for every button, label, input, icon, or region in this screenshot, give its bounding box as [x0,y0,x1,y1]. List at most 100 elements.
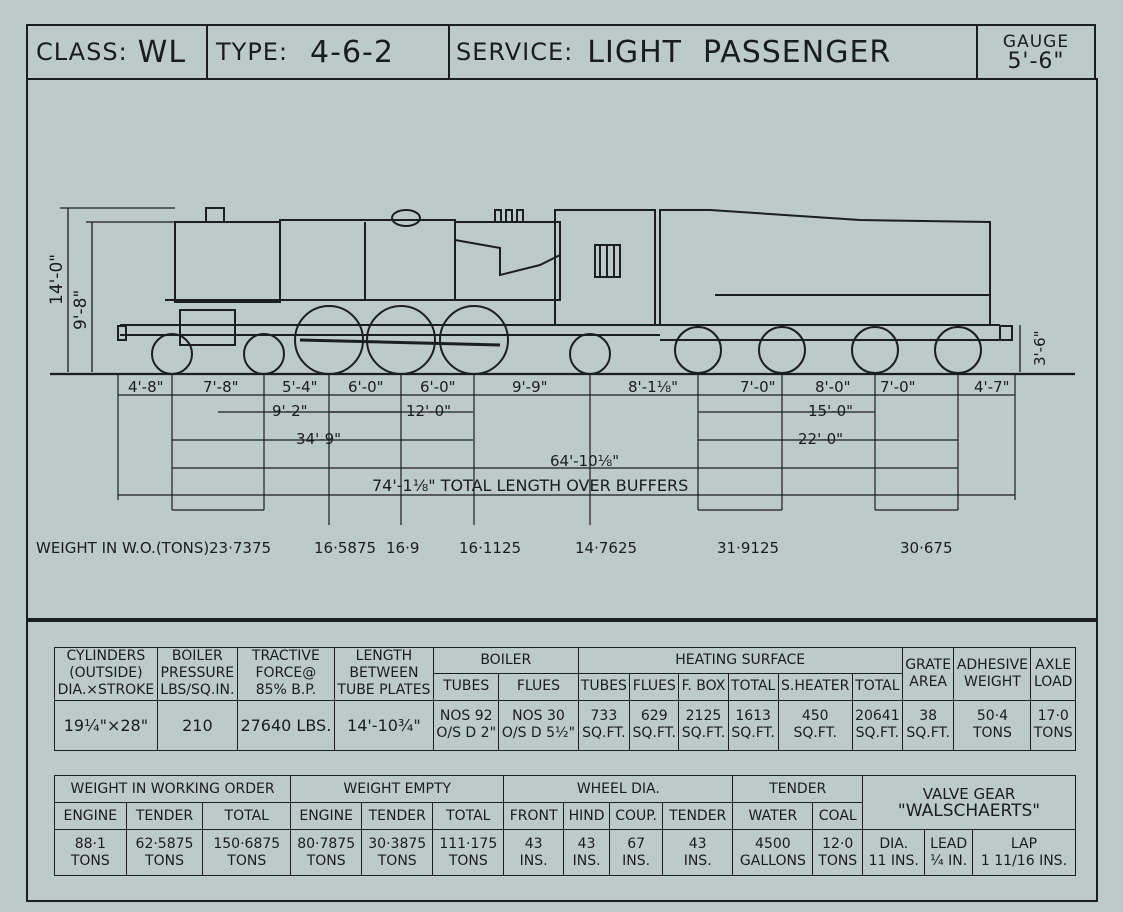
dims-row-3: 34'-9" 22'-0" [296,430,843,448]
adhesive-header: ADHESIVE WEIGHT [953,647,1032,701]
spec-table-boiler: CYLINDERS (OUTSIDE) DIA.×STROKE BOILER P… [54,646,1076,751]
locomotive-elevation: 14'-0" 9'-8" 3'-6" [36,207,1075,557]
spec-frame [26,620,1098,902]
axle-weight: 23·7375 [209,539,271,557]
service-cell: SERVICE: LIGHT PASSENGER [448,24,978,80]
wheel-hind-header: HIND [562,802,611,830]
wwo-engine-header: ENGINE [54,802,127,830]
wheel-header: WHEEL DIA. [503,775,734,803]
height-dimensions [60,207,1021,372]
type-label: TYPE: [216,38,289,66]
type-value: 4-6-2 [310,34,394,70]
empty-header: WEIGHT EMPTY [290,775,505,803]
elevation-frame [26,78,1098,620]
wheel-front-header: FRONT [503,802,564,830]
hs-firebox-header: F. BOX [678,673,729,701]
dim-label: 6'-0" [348,378,384,396]
dim-label: 4'-7" [974,378,1010,396]
pressure-value: 210 [156,699,238,751]
wwo-total-header: TOTAL [202,802,292,830]
gauge-cell: GAUGE 5'-6" [976,24,1096,80]
dim-label: 34'-9" [296,430,341,448]
service-label: SERVICE: [456,38,574,66]
axle-weight: 16·9 [386,539,419,557]
dim-label: 22'-0" [798,430,843,448]
coal-header: COAL [812,802,864,830]
dim-label: 8'-1⅛" [628,378,678,396]
dims-row-1: 4'-8" 7'-8" 5'-4" 6'-0" 6'-0" 9'-9" 8'-1… [128,378,1010,396]
axle-weight: 31·9125 [717,539,779,557]
dim-total-label: 74'-1⅛" TOTAL LENGTH OVER BUFFERS [372,476,688,495]
type-cell: TYPE: 4-6-2 [206,24,450,80]
hs-superheater-header: S.HEATER [777,673,853,701]
service-value: LIGHT PASSENGER [587,34,892,70]
tender-header: TENDER [732,775,864,803]
flues-header: FLUES [498,673,579,701]
axle-weight: 16·1125 [459,539,521,557]
axle-weights: 23·7375 16·5875 16·9 16·1125 14·7625 31·… [209,539,953,557]
empty-total-header: TOTAL [432,802,505,830]
dim-label: 7'-0" [880,378,916,396]
height-boiler-label: 9'-8" [71,290,91,330]
height-buffer-label: 3'-6" [1031,330,1049,366]
class-label: CLASS: [36,38,128,66]
spec-table-weights: WEIGHT IN WORKING ORDER WEIGHT EMPTY WHE… [53,775,1077,876]
dim-label: 5'-4" [282,378,318,396]
valve-gear-header: VALVE GEAR "WALSCHAERTS" [862,775,1076,830]
water-header: WATER [732,802,814,830]
grate-header: GRATE AREA [901,647,955,701]
pressure-header: BOILER PRESSURE LBS/SQ.IN. [156,647,238,701]
boiler-header: BOILER [433,646,579,675]
locomotive-outline [50,207,1075,376]
tractive-value: 27640 LBS. [236,699,335,751]
gauge-value: 5'-6" [1007,49,1065,74]
empty-tender-header: TENDER [361,802,434,830]
tractive-header: TRACTIVE FORCE@ 85% B.P. [236,647,335,701]
height-total-label: 14'-0" [47,254,67,305]
dim-label: 15'-0" [808,402,853,420]
tubes-header: TUBES [432,673,500,701]
empty-engine-header: ENGINE [290,802,363,830]
valve-dia-cell: DIA.11 INS. [862,829,926,876]
heating-header: HEATING SURFACE [577,646,903,675]
gauge-label: GAUGE [1002,32,1070,52]
cylinders-header: CYLINDERS (OUTSIDE) DIA.×STROKE [54,647,158,701]
class-value: WL [137,34,187,70]
hs-flues-header: FLUES [629,673,680,701]
axle-weight: 14·7625 [575,539,637,557]
dims-row-2: 9'-2" 12'-0" 15'-0" [272,402,853,420]
axle-weight: 30·675 [900,539,953,557]
length-header: LENGTH BETWEEN TUBE PLATES [333,647,435,701]
wwo-header: WEIGHT IN WORKING ORDER [53,775,292,803]
dim-label: 4'-8" [128,378,164,396]
dim-label: 6'-0" [420,378,456,396]
length-dimension-lines [117,374,1016,525]
hs-tubes-header: TUBES [577,673,631,701]
dim-label: 9'-2" [272,402,308,420]
dim-label: 8'-0" [815,378,851,396]
dim-64-label: 64'-10⅛" [550,452,619,470]
wwo-tender-header: TENDER [125,802,204,830]
axle-weight: 16·5875 [314,539,376,557]
axle-header: AXLE LOAD [1030,647,1076,701]
